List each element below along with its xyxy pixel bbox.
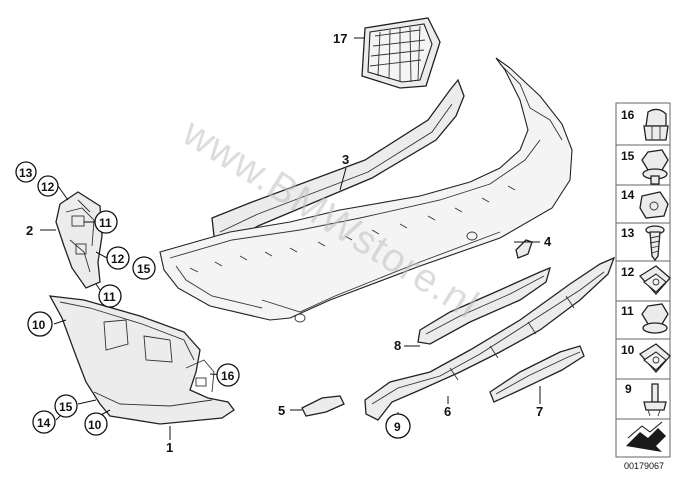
callout-13-circle [15,161,37,183]
callout-12b-circle [106,246,130,270]
spring-nut-icon [639,191,669,219]
callout-6: 6 [444,404,451,419]
callout-4: 4 [544,234,552,249]
callout-12a-circle [37,175,59,197]
callout-10b: 10 [88,418,102,432]
callout-15a: 15 [137,262,151,276]
callout-10b-circle [84,412,108,436]
callout-11b: 11 [103,290,116,304]
callout-2: 2 [26,223,33,238]
legend-number-12: 12 [621,265,635,279]
callout-9-circle [385,413,411,439]
callout-17: 17 [333,31,347,46]
legend-number-11: 11 [621,304,634,318]
direction-arrow-icon [626,421,666,452]
callout-15b: 15 [59,400,73,414]
expanding-rivet-icon [643,383,667,417]
callout-15a-circle [132,256,156,280]
callout-14: 14 [37,416,51,430]
callout-5: 5 [278,403,285,418]
part-7-lower-strip [489,345,585,403]
callout-8: 8 [394,338,401,353]
legend-number-14: 14 [621,188,635,202]
part-1-side-section [48,295,235,425]
part-6-diffuser [364,256,616,421]
callout-11a-circle [94,210,118,234]
callout-11b-circle [98,284,122,308]
callout-7: 7 [536,404,543,419]
clip-nut-icon [639,343,671,373]
part-8-reflector [417,266,551,345]
bumper-cover [159,57,573,323]
callout-9: 9 [394,420,401,434]
legend-number-10: 10 [621,343,635,357]
callouts: 17 3 2 4 8 5 6 7 1 13 12 11 12 15 11 10 … [15,31,552,455]
callout-14-circle [32,410,56,434]
callout-10a: 10 [32,318,46,332]
legend-number-16: 16 [621,108,635,122]
legend-cell-9 [615,378,671,420]
callout-12a: 12 [41,180,55,194]
diagram-code: 00179067 [624,461,664,471]
callout-13: 13 [19,166,33,180]
callout-10a-circle [27,311,53,337]
part-17-grille [361,17,441,89]
screw-icon [645,225,665,262]
part-2-bracket [55,191,103,289]
legend-number-15: 15 [621,149,635,163]
flange-nut-icon [641,303,669,334]
callout-12b: 12 [111,252,125,266]
callout-11a: 11 [99,216,112,230]
clip-nut-icon [639,265,671,295]
callout-3: 3 [342,152,349,167]
part-4-cap [515,239,533,259]
callout-16-circle [216,363,240,387]
callout-1: 1 [166,440,173,455]
legend-number-9: 9 [625,382,632,396]
legend-number-13: 13 [621,226,635,240]
collar-nut-icon [641,149,669,185]
callout-15b-circle [54,394,78,418]
part-5-clip [301,395,345,417]
callout-16: 16 [221,369,235,383]
fastener-legend: 16 15 14 13 12 11 10 9 [615,102,671,471]
leader-lines [40,37,541,440]
cap-nut-icon [643,108,669,141]
